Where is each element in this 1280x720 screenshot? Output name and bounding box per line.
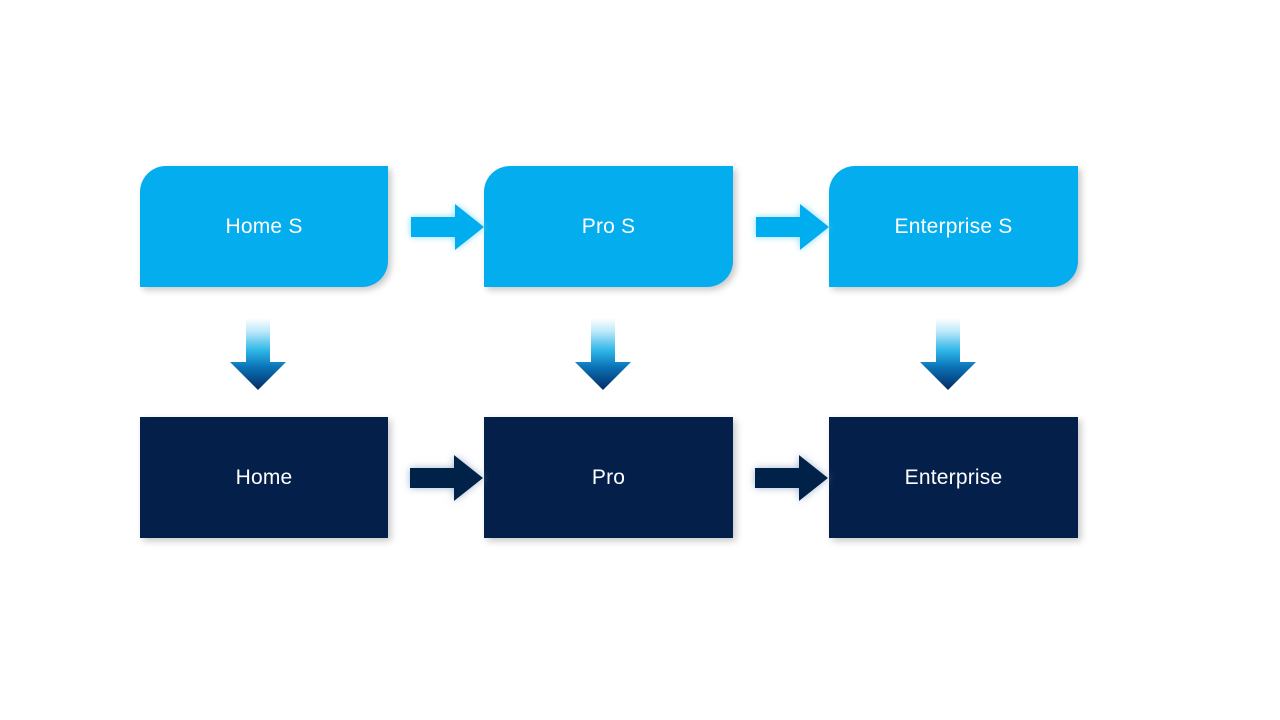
arrow-down-icon-1 bbox=[222, 312, 294, 396]
node-enterprise-s[interactable]: Enterprise S bbox=[829, 166, 1078, 287]
arrow-right-icon-top-2 bbox=[750, 199, 834, 255]
arrow-down-icon-2 bbox=[567, 312, 639, 396]
node-pro-s[interactable]: Pro S bbox=[484, 166, 733, 287]
node-pro[interactable]: Pro bbox=[484, 417, 733, 538]
node-home-label: Home bbox=[235, 465, 293, 489]
node-pro-label: Pro bbox=[591, 465, 626, 489]
node-enterprise-label: Enterprise bbox=[904, 465, 1003, 489]
arrow-down-icon-3 bbox=[912, 312, 984, 396]
node-home-s-label: Home S bbox=[225, 214, 303, 238]
node-enterprise-s-label: Enterprise S bbox=[894, 214, 1013, 238]
arrow-right-icon-top-1 bbox=[405, 199, 489, 255]
node-pro-s-label: Pro S bbox=[581, 214, 636, 238]
node-enterprise[interactable]: Enterprise bbox=[829, 417, 1078, 538]
arrow-right-icon-bottom-1 bbox=[403, 450, 489, 506]
node-home-s[interactable]: Home S bbox=[140, 166, 388, 287]
arrow-right-icon-bottom-2 bbox=[748, 450, 834, 506]
node-home[interactable]: Home bbox=[140, 417, 388, 538]
